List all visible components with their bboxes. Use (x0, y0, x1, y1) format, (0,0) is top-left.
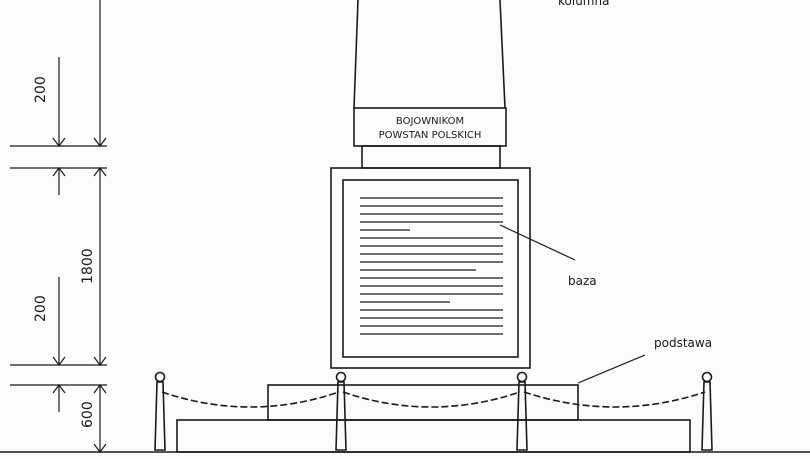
column-label: kolumna (558, 0, 609, 8)
dimension-label-200-mid: 200 (33, 295, 49, 322)
plaque-text-lines (360, 197, 503, 335)
dimension-label-1800: 1800 (80, 248, 96, 284)
dimension-label-600: 600 (80, 401, 96, 428)
plinth-leader-line (577, 354, 646, 384)
base-leader-line (499, 224, 576, 261)
bollard-post (516, 371, 528, 451)
chains (161, 391, 706, 408)
column-shaft (353, 0, 506, 109)
lower-plinth (176, 419, 691, 453)
bollard-post (335, 371, 347, 451)
inscription-line-1: BOJOWNIKOM (396, 116, 464, 127)
base-block (330, 167, 531, 369)
dimension-lines (10, 0, 107, 453)
dimension-label-200-top: 200 (33, 76, 49, 103)
column-neck (361, 145, 501, 169)
base-label: baza (568, 274, 597, 288)
bollard-post (154, 371, 166, 451)
inscription-line-2: POWSTAN POLSKICH (379, 130, 482, 141)
plinth-label: podstawa (654, 336, 712, 350)
upper-plinth (267, 384, 579, 421)
plaque-frame (342, 179, 519, 358)
bollard-post (701, 371, 713, 451)
